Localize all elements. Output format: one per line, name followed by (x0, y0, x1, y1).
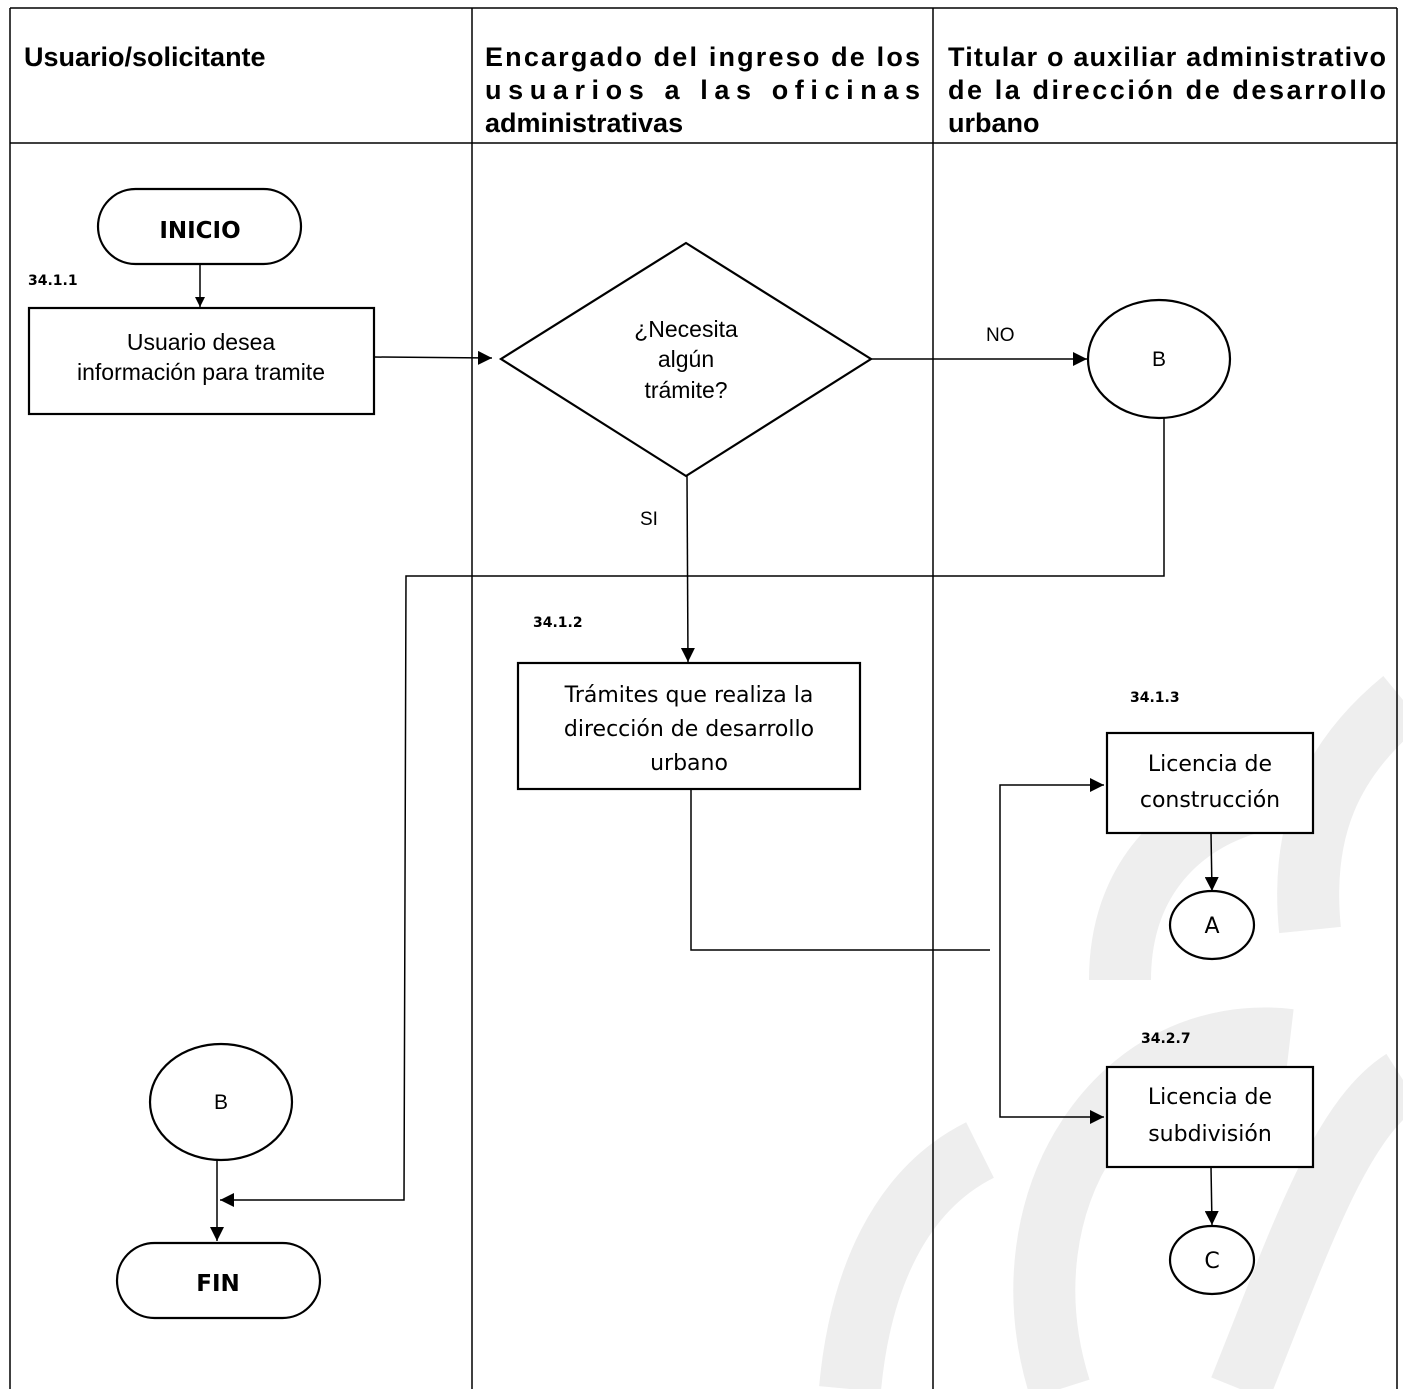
step-number-34-1-1: 34.1.1 (28, 273, 78, 289)
tramites-process: Trámites que realiza la dirección de des… (516, 661, 862, 791)
licencia-construccion-process: Licencia de construcción (1105, 731, 1315, 835)
decision-line1: ¿Necesita (634, 316, 738, 342)
arrow-b-to-fin (220, 418, 1165, 1207)
fin-label: FIN (196, 1271, 240, 1297)
arrow-split-to-subdivision (999, 945, 1104, 1124)
inicio-label: INICIO (159, 218, 240, 244)
lane-header-encargado-line2: usuarios a las oficinas (485, 75, 920, 105)
usuario-desea-process: Usuario desea información para tramite (27, 306, 376, 416)
licencia-subdivision-process: Licencia de subdivisión (1105, 1065, 1315, 1169)
subdivision-line2: subdivisión (1148, 1122, 1272, 1147)
decision-line2: algún (658, 346, 714, 372)
decision-line3: trámite? (644, 377, 727, 403)
line-tramites-to-split (690, 790, 990, 951)
arrow-usuario-to-decision (373, 350, 493, 365)
b-connector-top: B (1086, 298, 1232, 420)
a-connector-label: A (1204, 914, 1219, 939)
swimlane-grid (9, 7, 1398, 1389)
arrow-subdivision-to-c (1204, 1166, 1219, 1226)
fin-terminal: FIN (115, 1241, 322, 1320)
connector-lines (195, 264, 1219, 1241)
step-number-34-1-2: 34.1.2 (533, 615, 583, 631)
lane-header-titular-line2: de la dirección de desarrollo (948, 75, 1386, 105)
arrow-split-to-construccion (999, 778, 1104, 945)
inicio-terminal: INICIO (96, 187, 303, 266)
construccion-line1: Licencia de (1148, 752, 1272, 777)
lane-header-encargado-line1: Encargado del ingreso de los (485, 42, 920, 72)
b-connector-bottom: B (148, 1042, 294, 1162)
a-connector: A (1168, 889, 1256, 961)
lane-header-titular: Titular o auxiliar administrativo de la … (948, 42, 1386, 138)
lane-header-titular-line1: Titular o auxiliar administrativo (948, 42, 1386, 72)
arrow-construccion-to-a (1204, 832, 1219, 892)
tramites-line2: dirección de desarrollo (564, 717, 814, 742)
lane-header-titular-line3: urbano (948, 108, 1040, 138)
step-number-34-2-7: 34.2.7 (1141, 1031, 1191, 1047)
tramites-line3: urbano (650, 751, 728, 776)
subdivision-line1: Licencia de (1148, 1085, 1272, 1110)
usuario-desea-line1: Usuario desea (127, 329, 276, 355)
b-connector-bottom-label: B (214, 1091, 228, 1114)
lane-header-encargado-line3: administrativas (485, 108, 683, 138)
tramites-line1: Trámites que realiza la (564, 683, 814, 708)
no-branch-label: NO (986, 325, 1015, 346)
si-branch-label: SI (640, 509, 658, 530)
construccion-line2: construcción (1140, 788, 1280, 813)
c-connector-label: C (1204, 1249, 1219, 1274)
necesita-tramite-decision: ¿Necesita algún trámite? (498, 241, 874, 478)
lane-header-solicitante: Usuario/solicitante (24, 42, 266, 72)
lane-header-encargado: Encargado del ingreso de los usuarios a … (485, 42, 920, 138)
b-connector-top-label: B (1152, 348, 1166, 371)
step-number-34-1-3: 34.1.3 (1130, 690, 1180, 706)
usuario-desea-line2: información para tramite (77, 359, 325, 385)
background-watermark (819, 676, 1403, 1389)
arrow-decision-si-to-tramites (680, 475, 695, 663)
c-connector: C (1168, 1224, 1256, 1296)
